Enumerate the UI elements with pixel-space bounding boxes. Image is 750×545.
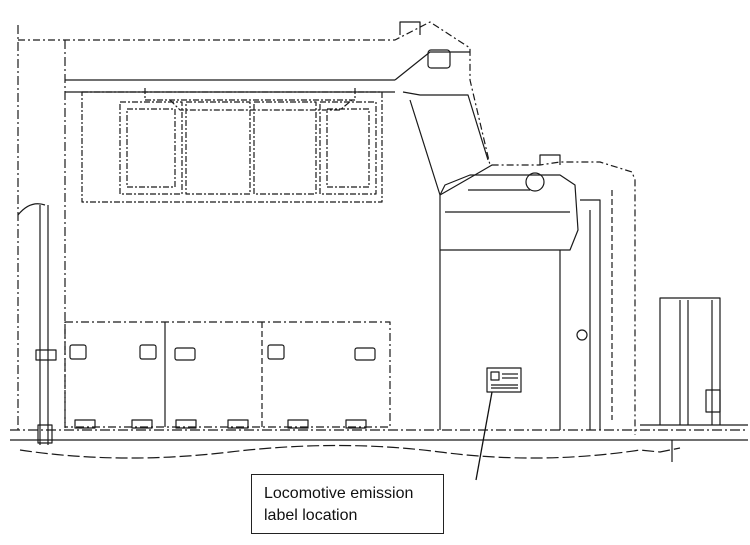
callout-line-2: label location — [264, 507, 358, 524]
callout-line-1: Locomotive emission — [264, 485, 414, 502]
leader-line — [475, 391, 493, 481]
emission-label-plate — [486, 367, 522, 393]
right-handrail — [640, 297, 748, 426]
body-outline — [17, 21, 636, 435]
cab-nose — [439, 154, 613, 430]
underframe — [10, 429, 748, 462]
window-frame — [81, 88, 383, 203]
cab-top — [394, 21, 493, 196]
lower-access-doors — [64, 321, 391, 429]
left-handrail — [17, 203, 57, 445]
emission-label-callout: Locomotive emission label location — [251, 474, 444, 534]
